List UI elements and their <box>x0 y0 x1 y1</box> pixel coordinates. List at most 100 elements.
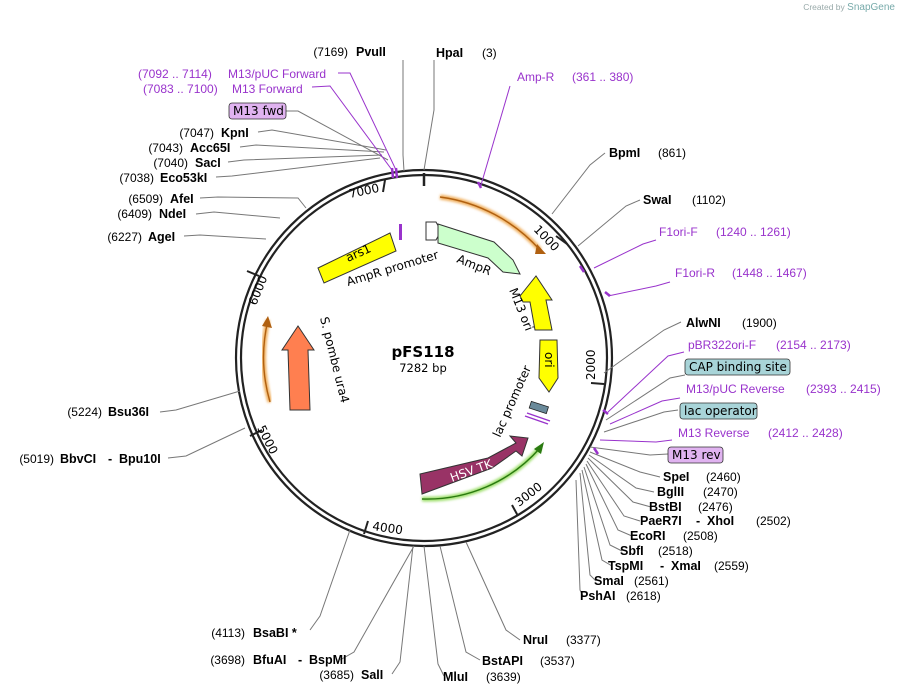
ampr-arc <box>439 196 541 251</box>
site-hpai: HpaI (3) <box>436 46 497 60</box>
svg-text:M13/pUC Reverse: M13/pUC Reverse <box>686 382 785 396</box>
tick-2000: 2000 <box>584 349 605 385</box>
svg-text:Eco53kI: Eco53kI <box>160 171 207 185</box>
svg-text:(3685): (3685) <box>319 668 354 682</box>
site-alwni: AlwNI (1900) <box>686 316 777 330</box>
svg-text:(3698): (3698) <box>210 653 245 667</box>
site-bglii: BglII (2470) <box>657 485 738 499</box>
primer-m13-reverse: M13 Reverse (2412 .. 2428) <box>678 426 843 440</box>
hsvtk-arc-arrow <box>534 442 544 454</box>
svg-text:SmaI: SmaI <box>594 574 624 588</box>
svg-text:(361 .. 380): (361 .. 380) <box>572 70 633 84</box>
svg-text:-: - <box>108 452 112 466</box>
svg-text:S. pombe ura4: S. pombe ura4 <box>317 315 352 404</box>
credit-prefix: Created by <box>803 2 845 12</box>
svg-text:SpeI: SpeI <box>663 470 689 484</box>
site-eco53ki: (7038) Eco53kI <box>119 171 207 185</box>
plasmid-name: pFS118 <box>391 343 454 361</box>
svg-text:M13 Forward: M13 Forward <box>232 82 303 96</box>
site-bstapi: BstAPI (3537) <box>482 654 575 668</box>
site-bfuai-bspmi: (3698) BfuAI - BspMI <box>210 653 346 667</box>
site-smai: SmaI (2561) <box>594 574 669 588</box>
svg-text:SwaI: SwaI <box>643 193 672 207</box>
svg-text:(1448 .. 1467): (1448 .. 1467) <box>732 266 807 280</box>
svg-text:(2518): (2518) <box>658 544 693 558</box>
svg-text:-: - <box>696 514 700 528</box>
svg-text:(6509): (6509) <box>128 192 163 206</box>
svg-text:M13 Reverse: M13 Reverse <box>678 426 750 440</box>
feature-m13-ori: M13 ori <box>506 275 553 333</box>
svg-text:PvuII: PvuII <box>356 45 386 59</box>
svg-text:AgeI: AgeI <box>148 230 175 244</box>
svg-text:(7043): (7043) <box>148 141 183 155</box>
svg-text:lac promoter: lac promoter <box>490 363 534 439</box>
svg-text:(7040): (7040) <box>153 156 188 170</box>
svg-text:(6227): (6227) <box>107 230 142 244</box>
svg-text:4000: 4000 <box>372 519 404 537</box>
cap-binding-site-box: CAP binding site <box>684 358 791 376</box>
plasmid-size: 7282 bp <box>399 361 447 375</box>
svg-text:SalI: SalI <box>361 668 383 682</box>
svg-text:BfuAI: BfuAI <box>253 653 286 667</box>
svg-text:NdeI: NdeI <box>159 207 186 221</box>
feature-ura4: S. pombe ura4 <box>281 315 352 411</box>
site-kpni: (7047) KpnI <box>179 126 248 140</box>
tick-7000: 7000 <box>348 179 386 201</box>
svg-text:NruI: NruI <box>523 633 548 647</box>
svg-text:(1240 .. 1261): (1240 .. 1261) <box>716 225 791 239</box>
svg-text:(2508): (2508) <box>683 529 718 543</box>
svg-text:(2460): (2460) <box>706 470 741 484</box>
svg-text:CAP binding site: CAP binding site <box>689 360 787 374</box>
tick-4000: 4000 <box>363 519 404 537</box>
site-nrui: NruI (3377) <box>523 633 601 647</box>
svg-text:(7083 .. 7100): (7083 .. 7100) <box>143 82 218 96</box>
primer-pbr322ori-f: pBR322ori-F (2154 .. 2173) <box>688 338 851 352</box>
m13-rev-box: M13 rev <box>667 446 724 464</box>
site-bbvci-bpu10i: (5019) BbvCI - Bpu10I <box>19 452 160 466</box>
svg-text:HpaI: HpaI <box>436 46 463 60</box>
site-paer7i-xhoi: PaeR7I - XhoI (2502) <box>640 514 791 528</box>
feature-ampr: AmpR <box>437 223 521 278</box>
lac-operator-box: lac operator <box>679 402 758 420</box>
site-bsabi: (4113) BsaBI * <box>211 626 297 640</box>
primer-marks <box>390 167 611 455</box>
primer-amp-r: Amp-R (361 .. 380) <box>517 70 633 84</box>
site-mlui: MluI (3639) <box>443 670 521 684</box>
ars1-primer-mark <box>399 224 402 240</box>
svg-text:(2154 .. 2173): (2154 .. 2173) <box>776 338 851 352</box>
snapgene-credit: Created by SnapGene <box>803 2 895 13</box>
svg-text:F1ori-R: F1ori-R <box>675 266 715 280</box>
svg-text:AfeI: AfeI <box>170 192 194 206</box>
svg-text:(3): (3) <box>482 46 497 60</box>
site-pshai: PshAI (2618) <box>580 589 661 603</box>
ampr-arc-arrow <box>535 244 546 254</box>
svg-text:lac operator: lac operator <box>684 404 757 418</box>
svg-text:(4113): (4113) <box>211 626 245 640</box>
svg-text:SacI: SacI <box>195 156 221 170</box>
site-pvuii: (7169) PvuII <box>313 45 386 59</box>
site-afei: (6509) AfeI <box>128 192 193 206</box>
site-bstbi: BstBI (2476) <box>649 500 733 514</box>
svg-text:(7047): (7047) <box>179 126 214 140</box>
svg-text:SbfI: SbfI <box>620 544 644 558</box>
svg-text:M13/pUC Forward: M13/pUC Forward <box>228 67 326 81</box>
leader-lines <box>159 60 686 677</box>
site-ndei: (6409) NdeI <box>117 207 186 221</box>
svg-text:EcoRI: EcoRI <box>630 529 665 543</box>
primer-m13-forward: (7083 .. 7100) M13 Forward <box>143 82 303 96</box>
site-saci: (7040) SacI <box>153 156 220 170</box>
svg-text:KpnI: KpnI <box>221 126 249 140</box>
svg-text:BstBI: BstBI <box>649 500 682 514</box>
svg-text:(2470): (2470) <box>703 485 738 499</box>
svg-text:(7092 .. 7114): (7092 .. 7114) <box>138 67 212 81</box>
primer-f1ori-f: F1ori-F (1240 .. 1261) <box>659 225 791 239</box>
svg-text:(861): (861) <box>658 146 686 160</box>
svg-text:M13 rev: M13 rev <box>672 448 721 462</box>
svg-text:(3377): (3377) <box>566 633 601 647</box>
site-bsu36i: (5224) Bsu36I <box>67 405 149 419</box>
svg-text:(6409): (6409) <box>117 207 152 221</box>
svg-text:MluI: MluI <box>443 670 468 684</box>
svg-text:(7038): (7038) <box>119 171 154 185</box>
svg-text:(1900): (1900) <box>742 316 777 330</box>
svg-text:Amp-R: Amp-R <box>517 70 555 84</box>
